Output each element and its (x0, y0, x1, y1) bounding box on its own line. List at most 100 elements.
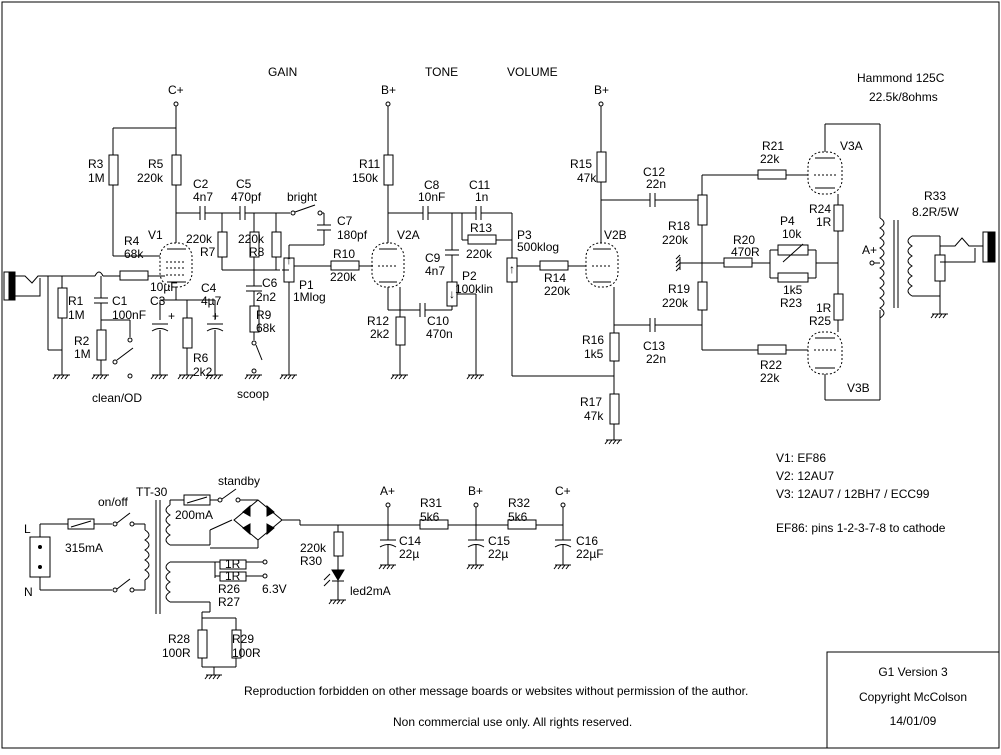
c6-value: 2n2 (256, 290, 276, 304)
v2b-label: V2B (604, 228, 627, 242)
r8-value: 220k (238, 232, 265, 246)
r23-label: R23 (780, 296, 802, 310)
r29-label: R29 (232, 632, 254, 646)
r5-value: 220k (137, 171, 164, 185)
r26-label: R26 (218, 582, 240, 596)
c8-value: 10nF (418, 190, 445, 204)
r-extra (271, 231, 282, 258)
c2-label: C2 (193, 177, 209, 191)
r1-resistor (57, 287, 68, 319)
r20-value: 470R (731, 245, 760, 259)
r30-resistor (333, 531, 344, 557)
r14-value: 220k (544, 284, 571, 298)
r33-resistor (934, 254, 946, 282)
c16-label: C16 (576, 534, 598, 548)
r14-label: R14 (544, 271, 566, 285)
ground-icon (150, 374, 168, 380)
r2-value: 1M (74, 347, 91, 361)
c12-label: C12 (643, 165, 665, 179)
r11-value: 150k (352, 171, 379, 185)
clean-od-label: clean/OD (92, 391, 142, 405)
r33-value: 8.2R/5W (912, 205, 959, 219)
c16-value: 22µF (576, 547, 604, 561)
r24-value: 1R (816, 215, 832, 229)
p3-label: P3 (517, 228, 532, 242)
r26a-resistor (219, 559, 247, 570)
r16-resistor (609, 332, 620, 362)
r14-resistor (539, 260, 569, 271)
transformer-ratio: 22.5k/8ohms (869, 90, 938, 104)
r25-value: 1R (816, 301, 832, 315)
p1-arrow: ↑ (286, 253, 292, 267)
p4-label: P4 (780, 214, 795, 228)
cplus-node (173, 101, 179, 107)
cplus-ps-label: C+ (555, 484, 571, 498)
bplus-v2b-label: B+ (594, 83, 609, 97)
r8-label: R8 (249, 245, 265, 259)
tube-v2-note: V2: 12AU7 (776, 469, 834, 483)
ground-icon (52, 374, 70, 380)
bplus-v2a-label: B+ (381, 83, 396, 97)
scoop-switch (255, 344, 263, 361)
r18-value: 220k (662, 233, 689, 247)
r33-label: R33 (924, 189, 946, 203)
c4-label: C4 (201, 281, 217, 295)
r3-value: 1M (88, 171, 105, 185)
v3b-tube (807, 331, 843, 375)
r31-label: R31 (420, 496, 442, 510)
input-jack (3, 271, 45, 301)
ground-icon (378, 564, 396, 570)
r4-resistor (119, 270, 149, 281)
r21-label: R21 (762, 139, 784, 153)
v3b-label: V3B (847, 381, 870, 395)
mains-socket (29, 536, 51, 578)
r1-label: R1 (68, 294, 84, 308)
p2-label: P2 (462, 269, 477, 283)
tt30-label: TT-30 (136, 485, 168, 499)
r16-label: R16 (582, 333, 604, 347)
r18-label: R18 (668, 219, 690, 233)
r21-value: 22k (760, 152, 780, 166)
r28-resistor (197, 629, 208, 659)
c1-label: C1 (112, 294, 128, 308)
r21-resistor (757, 169, 787, 180)
ground-icon (553, 564, 571, 570)
r11-resistor (383, 154, 394, 186)
v2a-tube (371, 242, 405, 288)
c13-label: C13 (643, 339, 665, 353)
ground-icon (930, 313, 948, 319)
c16-capacitor (554, 525, 572, 565)
r10-value: 220k (330, 270, 357, 284)
ground-icon (279, 374, 297, 380)
output-jack (982, 231, 996, 263)
r7-resistor (217, 231, 228, 258)
p1-value: 1Mlog (293, 290, 326, 304)
standby-label: standby (218, 474, 260, 488)
v3a-tube (807, 151, 843, 195)
ground-symbols (52, 313, 948, 680)
r26b-value: 1R (225, 569, 241, 583)
c10-value: 470n (426, 327, 453, 341)
r23-value: 1k5 (783, 283, 803, 297)
title-block (826, 651, 1000, 749)
r25-label: R25 (809, 314, 831, 328)
r27-label: R27 (218, 595, 240, 609)
r17-label: R17 (580, 395, 602, 409)
fuse2-label: 200mA (175, 508, 213, 522)
r13-label: R13 (470, 221, 492, 235)
power-switch-2 (116, 578, 131, 590)
power-transformer (144, 500, 171, 614)
r19-value: 220k (662, 296, 689, 310)
ground-icon (91, 374, 109, 380)
noncommercial-notice: Non commercial use only. All rights rese… (393, 715, 632, 729)
c9-value: 4n7 (425, 264, 445, 278)
r15-resistor (596, 151, 607, 183)
r22-label: R22 (760, 358, 782, 372)
bplus-ps-label: B+ (468, 484, 483, 498)
r13-resistor (467, 234, 497, 245)
transformer-name: Hammond 125C (857, 71, 945, 85)
bias-ground-symbol (675, 254, 681, 272)
r22-resistor (757, 344, 787, 355)
c3-plus: + (168, 309, 175, 323)
